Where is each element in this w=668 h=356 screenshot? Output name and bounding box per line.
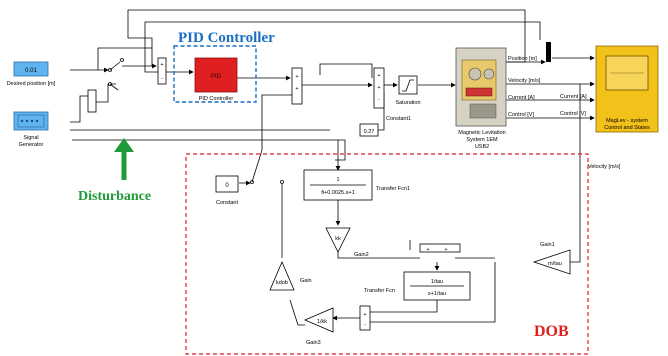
plant-port-position: Position [m] xyxy=(508,56,537,62)
svg-text:+: + xyxy=(377,73,380,79)
signal-generator-block[interactable]: Signal Generator xyxy=(13,111,49,148)
scope-port-current: Current [A] xyxy=(560,94,587,100)
gain-label: Gain xyxy=(300,278,312,284)
mux-bar[interactable] xyxy=(546,42,551,62)
svg-text:+: + xyxy=(363,312,366,318)
constant-block[interactable]: 0 Constant xyxy=(215,175,238,206)
sum-block-dob[interactable]: + + xyxy=(419,243,461,253)
scope-block[interactable]: Current [A] Control [V] MagLev - system … xyxy=(560,45,659,133)
pid-block-label: PID Controller xyxy=(199,96,234,102)
sum-block-left[interactable] xyxy=(87,89,97,113)
pid-block[interactable] xyxy=(194,57,238,93)
sum-block-pid-input[interactable]: + - xyxy=(157,57,167,85)
gain1-label: Gain1 xyxy=(540,242,555,248)
disturbance-label: Disturbance xyxy=(78,189,151,204)
sum-block-pre-saturation[interactable]: + + - xyxy=(373,67,385,109)
plant-port-current: Current [A] xyxy=(508,95,535,101)
transfer-fcn-den: s+1/tau xyxy=(428,291,446,297)
dob-region-border xyxy=(185,153,589,355)
signal-generator-label-2: Generator xyxy=(19,142,44,148)
plant-label-1: Magnetic Levitation xyxy=(458,130,505,136)
switch-2[interactable] xyxy=(108,82,119,91)
gain3-value: 1/kk xyxy=(317,319,327,325)
gain1-block[interactable]: m/tau Gain1 xyxy=(532,242,571,275)
constant1-block[interactable]: Constant1 0.27 xyxy=(359,116,411,137)
pid-group-border xyxy=(173,45,257,103)
disturbance-annotation: Disturbance xyxy=(78,138,151,204)
plant-port-velocity: Velocity [m/s] xyxy=(508,78,541,84)
desired-position-value: 0.01 xyxy=(25,68,37,74)
gain-value: kdob xyxy=(276,280,288,286)
scope-label-1: MagLev - system xyxy=(606,118,648,124)
pid-group: PID Controller PID PID Controller xyxy=(173,30,275,103)
transfer-fcn1-num: 1 xyxy=(336,177,339,183)
gain3-block[interactable]: 1/kk Gain3 xyxy=(303,307,334,346)
desired-position-block[interactable]: 0.01 Desired position [m] xyxy=(7,61,56,87)
svg-text:-: - xyxy=(364,322,366,328)
gain1-value: m/tau xyxy=(548,261,562,267)
svg-text:+: + xyxy=(295,74,298,80)
svg-text:+: + xyxy=(444,247,447,253)
signal-generator-label-1: Signal xyxy=(23,135,38,141)
gain2-block[interactable]: kk Gain2 xyxy=(325,227,369,258)
transfer-fcn1-label: Transfer Fcn1 xyxy=(376,186,410,192)
dob-switch[interactable] xyxy=(250,149,284,184)
gain3-label: Gain3 xyxy=(306,340,321,346)
desired-position-label: Desired position [m] xyxy=(7,81,56,87)
maglev-plant-block[interactable]: Position [m] Velocity [m/s] Current [A] … xyxy=(455,47,541,150)
pid-inner-label: PID xyxy=(211,74,222,80)
svg-text:+: + xyxy=(426,247,429,253)
plant-label-2: System 1EM xyxy=(466,137,498,143)
scope-port-control: Control [V] xyxy=(560,111,586,117)
manual-switch[interactable] xyxy=(108,58,124,72)
plant-port-control: Control [V] xyxy=(508,112,534,118)
sum-block-gain3[interactable]: + - xyxy=(359,305,371,331)
dob-label: DOB xyxy=(534,323,569,340)
velocity-tap-label: Velocity [m/s] xyxy=(588,164,621,170)
svg-text:+: + xyxy=(160,62,163,68)
plant-label-3: USB2 xyxy=(475,144,489,150)
constant1-label: Constant1 xyxy=(386,116,411,122)
constant-label: Constant xyxy=(216,200,238,206)
scope-label-2: Control and States xyxy=(604,125,650,131)
gain2-label: Gain2 xyxy=(354,252,369,258)
gain2-value: kk xyxy=(335,236,341,242)
saturation-label: Saturation xyxy=(395,100,420,106)
svg-text:-: - xyxy=(161,76,163,82)
gain-block[interactable]: kdob Gain xyxy=(269,260,312,291)
transfer-fcn1-den: fi+0.0025.s+1 xyxy=(321,190,354,196)
constant1-value: 0.27 xyxy=(364,129,375,135)
svg-text:+: + xyxy=(377,85,380,91)
svg-text:-: - xyxy=(378,97,380,103)
pid-title: PID Controller xyxy=(178,30,275,46)
transfer-fcn1-block[interactable]: 1 fi+0.0025.s+1 Transfer Fcn1 xyxy=(303,169,410,201)
transfer-fcn-block[interactable]: 1/tau s+1/tau Transfer Fcn xyxy=(364,271,471,301)
svg-text:+: + xyxy=(295,86,298,92)
sum-block-disturbance[interactable]: + + xyxy=(291,67,303,105)
transfer-fcn-num: 1/tau xyxy=(431,279,443,285)
transfer-fcn-label: Transfer Fcn xyxy=(364,288,395,294)
saturation-block[interactable]: Saturation xyxy=(395,75,421,106)
constant-value: 0 xyxy=(225,183,229,189)
